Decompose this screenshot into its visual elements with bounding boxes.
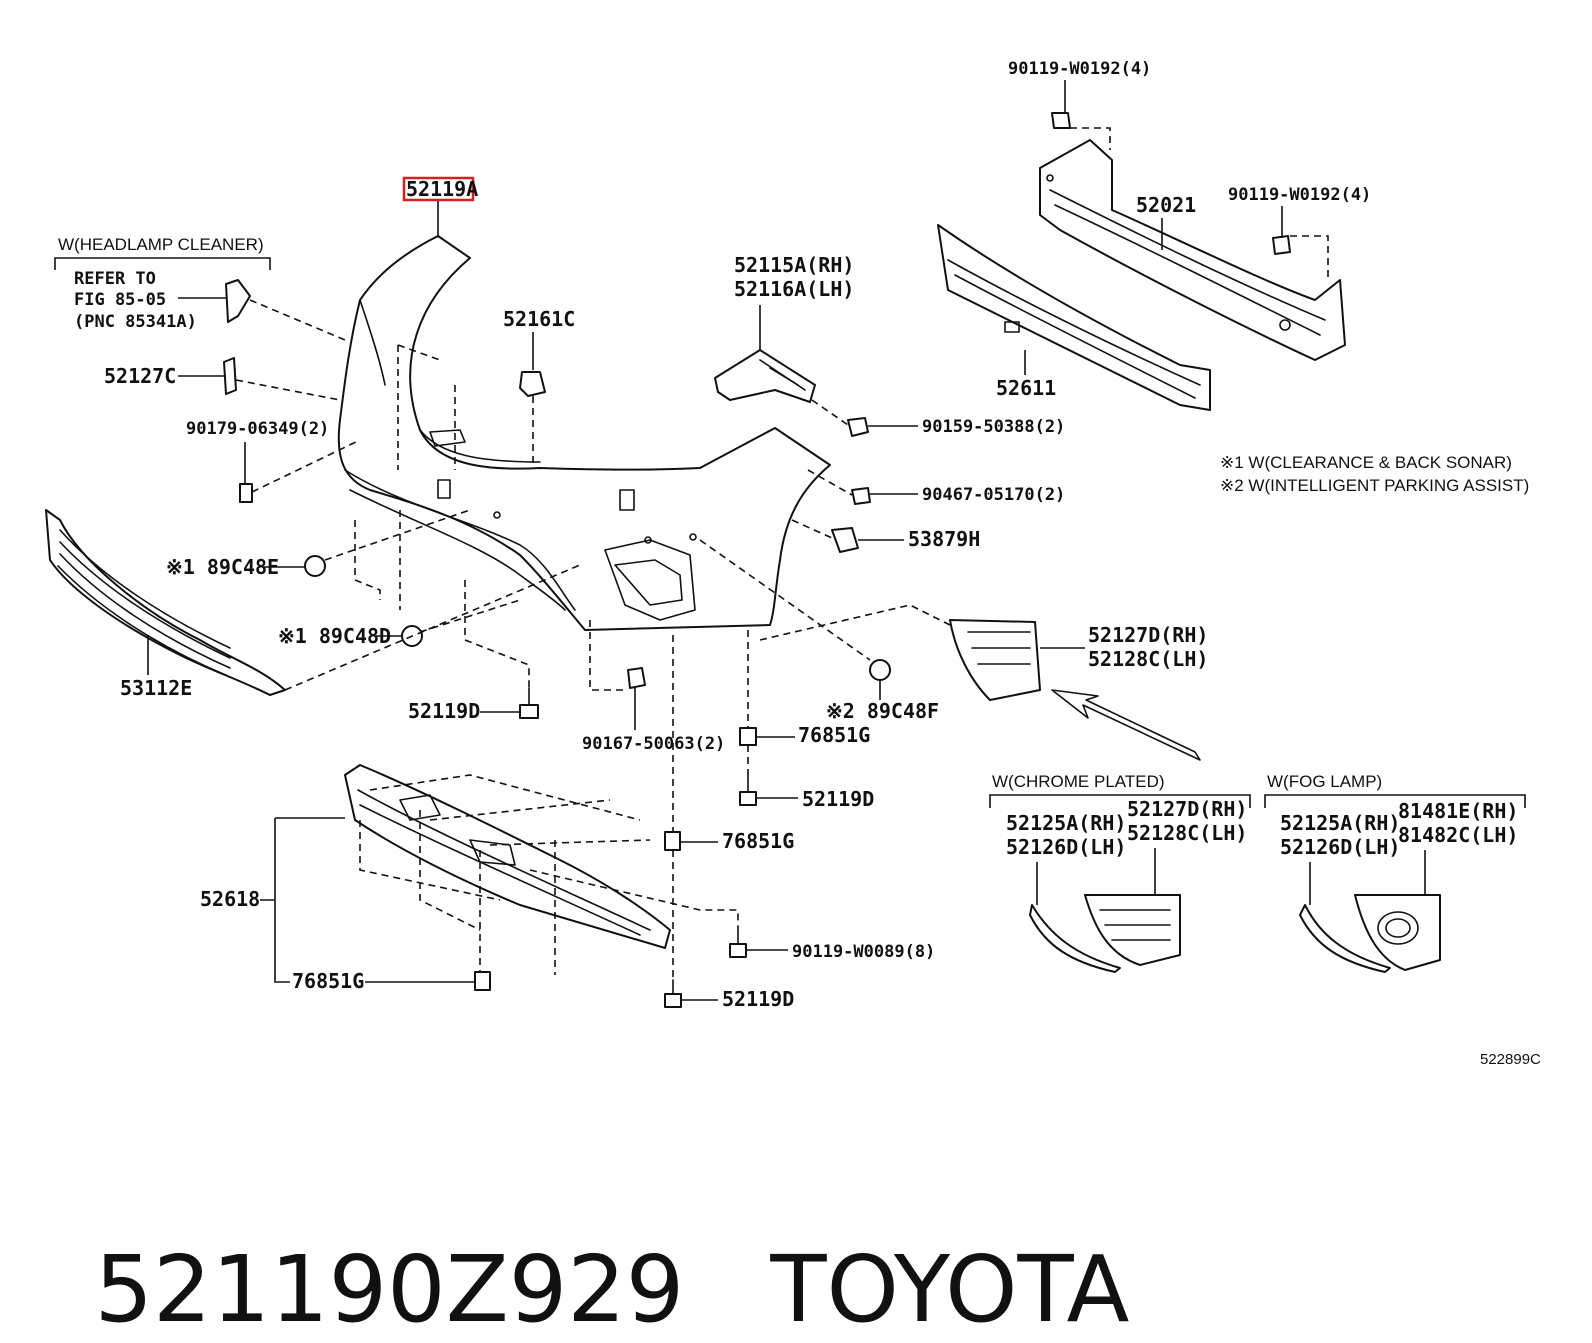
label-52161C: 52161C: [503, 307, 575, 331]
clip-76851G-a-icon: [739, 727, 757, 746]
label-52116A: 52116A(LH): [734, 277, 854, 301]
note-parking-assist: ※2 W(INTELLIGENT PARKING ASSIST): [1220, 476, 1529, 495]
fog-molding-drawing: [1299, 904, 1391, 973]
label-52127D-rh: 52127D(RH): [1088, 623, 1208, 647]
chrome-bezel-drawing: [1084, 894, 1181, 966]
bolt-90119-top-icon: [1051, 112, 1071, 129]
under-cover-52618-drawing: [344, 764, 671, 949]
label-52119D-c: 52119D: [722, 987, 794, 1011]
bolt-90167-icon: [627, 667, 646, 689]
label-90119-W0089: 90119-W0089(8): [792, 942, 935, 962]
label-52021: 52021: [1136, 193, 1196, 217]
label-89C48F: ※2 89C48F: [826, 699, 939, 723]
label-90119-W0192-right: 90119-W0192(4): [1228, 185, 1371, 205]
label-76851G-c: 76851G: [292, 969, 364, 993]
label-fog-81482C: 81482C(LH): [1398, 823, 1518, 847]
refer-line-1: REFER TO: [74, 269, 156, 289]
label-53879H: 53879H: [908, 527, 980, 551]
chrome-molding-drawing: [1029, 904, 1121, 973]
label-52119D-a: 52119D: [408, 699, 480, 723]
leader-lines: [54, 80, 1526, 1001]
label-76851G-b: 76851G: [722, 829, 794, 853]
label-90159-50388: 90159-50388(2): [922, 417, 1065, 437]
note-clearance-sonar: ※1 W(CLEARANCE & BACK SONAR): [1220, 453, 1512, 472]
label-89C48E: ※1 89C48E: [166, 555, 279, 579]
figure-reference: 522899C: [1480, 1051, 1541, 1068]
footer-part-number: 521190Z929: [94, 1236, 685, 1343]
label-76851G-a: 76851G: [798, 723, 870, 747]
label-52611: 52611: [996, 376, 1056, 400]
label-90119-W0192-top: 90119-W0192(4): [1008, 59, 1151, 79]
condition-fog-lamp: W(FOG LAMP): [1267, 772, 1382, 791]
reinforcement-52021-drawing: [1039, 139, 1346, 361]
clip-52161C-icon: [519, 371, 546, 397]
label-90167-50063: 90167-50063(2): [582, 734, 725, 754]
condition-chrome-plated: W(CHROME PLATED): [992, 772, 1165, 791]
lower-grille-53112E-drawing: [45, 509, 286, 696]
condition-headlamp-cleaner: W(HEADLAMP CLEANER): [58, 235, 264, 254]
fog-bezel-drawing: [1354, 894, 1441, 971]
label-52115A: 52115A(RH): [734, 253, 854, 277]
label-89C48D: ※1 89C48D: [278, 624, 391, 648]
direction-arrow: [1051, 689, 1201, 761]
clip-53879H-icon: [831, 527, 859, 553]
refer-line-3: (PNC 85341A): [74, 312, 197, 332]
label-fog-52125A: 52125A(RH): [1280, 811, 1400, 835]
bolt-90467-icon: [851, 487, 871, 505]
bolt-90159-icon: [847, 417, 869, 437]
bolt-90119-W0089-icon: [729, 929, 747, 958]
clip-76851G-b-icon: [664, 831, 681, 851]
energy-absorber-52611-drawing: [937, 224, 1211, 411]
label-52127C: 52127C: [104, 364, 176, 388]
bumper-bracket-52115A-drawing: [714, 349, 816, 403]
label-52119D-b: 52119D: [802, 787, 874, 811]
label-52618: 52618: [200, 887, 260, 911]
footer-caption: 521190Z929 TOYOTA: [36, 1140, 1130, 1340]
label-fog-81481E: 81481E(RH): [1398, 799, 1518, 823]
label-90179-06349: 90179-06349(2): [186, 419, 329, 439]
sensor-89C48F-icon: [869, 659, 891, 681]
lamp-cover-52127D-drawing: [949, 619, 1041, 701]
assembly-dashed-lines: [235, 127, 1329, 980]
label-chrome-52128C: 52128C(LH): [1127, 821, 1247, 845]
label-chrome-52125A: 52125A(RH): [1006, 811, 1126, 835]
clip-90179-icon: [239, 483, 253, 503]
label-53112E: 53112E: [120, 676, 192, 700]
clip-headlamp-icon: [225, 279, 251, 323]
highlight-box-52119A: [402, 176, 475, 202]
footer-brand: TOYOTA: [770, 1236, 1130, 1343]
label-fog-52126D: 52126D(LH): [1280, 835, 1400, 859]
refer-line-2: FIG 85-05: [74, 290, 166, 310]
clip-52127C-icon: [223, 357, 237, 395]
label-chrome-52127D: 52127D(RH): [1127, 797, 1247, 821]
bolt-52119D-b-icon: [739, 775, 757, 806]
label-90467-05170: 90467-05170(2): [922, 485, 1065, 505]
label-52119A: 52119A: [406, 177, 478, 201]
bolt-90119-right-icon: [1272, 235, 1291, 255]
clip-76851G-c-icon: [474, 971, 491, 991]
bolt-52119D-a-icon: [519, 687, 539, 719]
label-chrome-52126D: 52126D(LH): [1006, 835, 1126, 859]
bumper-cover-52119A-drawing: [337, 235, 831, 631]
bolt-52119D-c-icon: [664, 979, 682, 1008]
sensor-89C48E-icon: [304, 555, 326, 577]
label-52128C-lh: 52128C(LH): [1088, 647, 1208, 671]
